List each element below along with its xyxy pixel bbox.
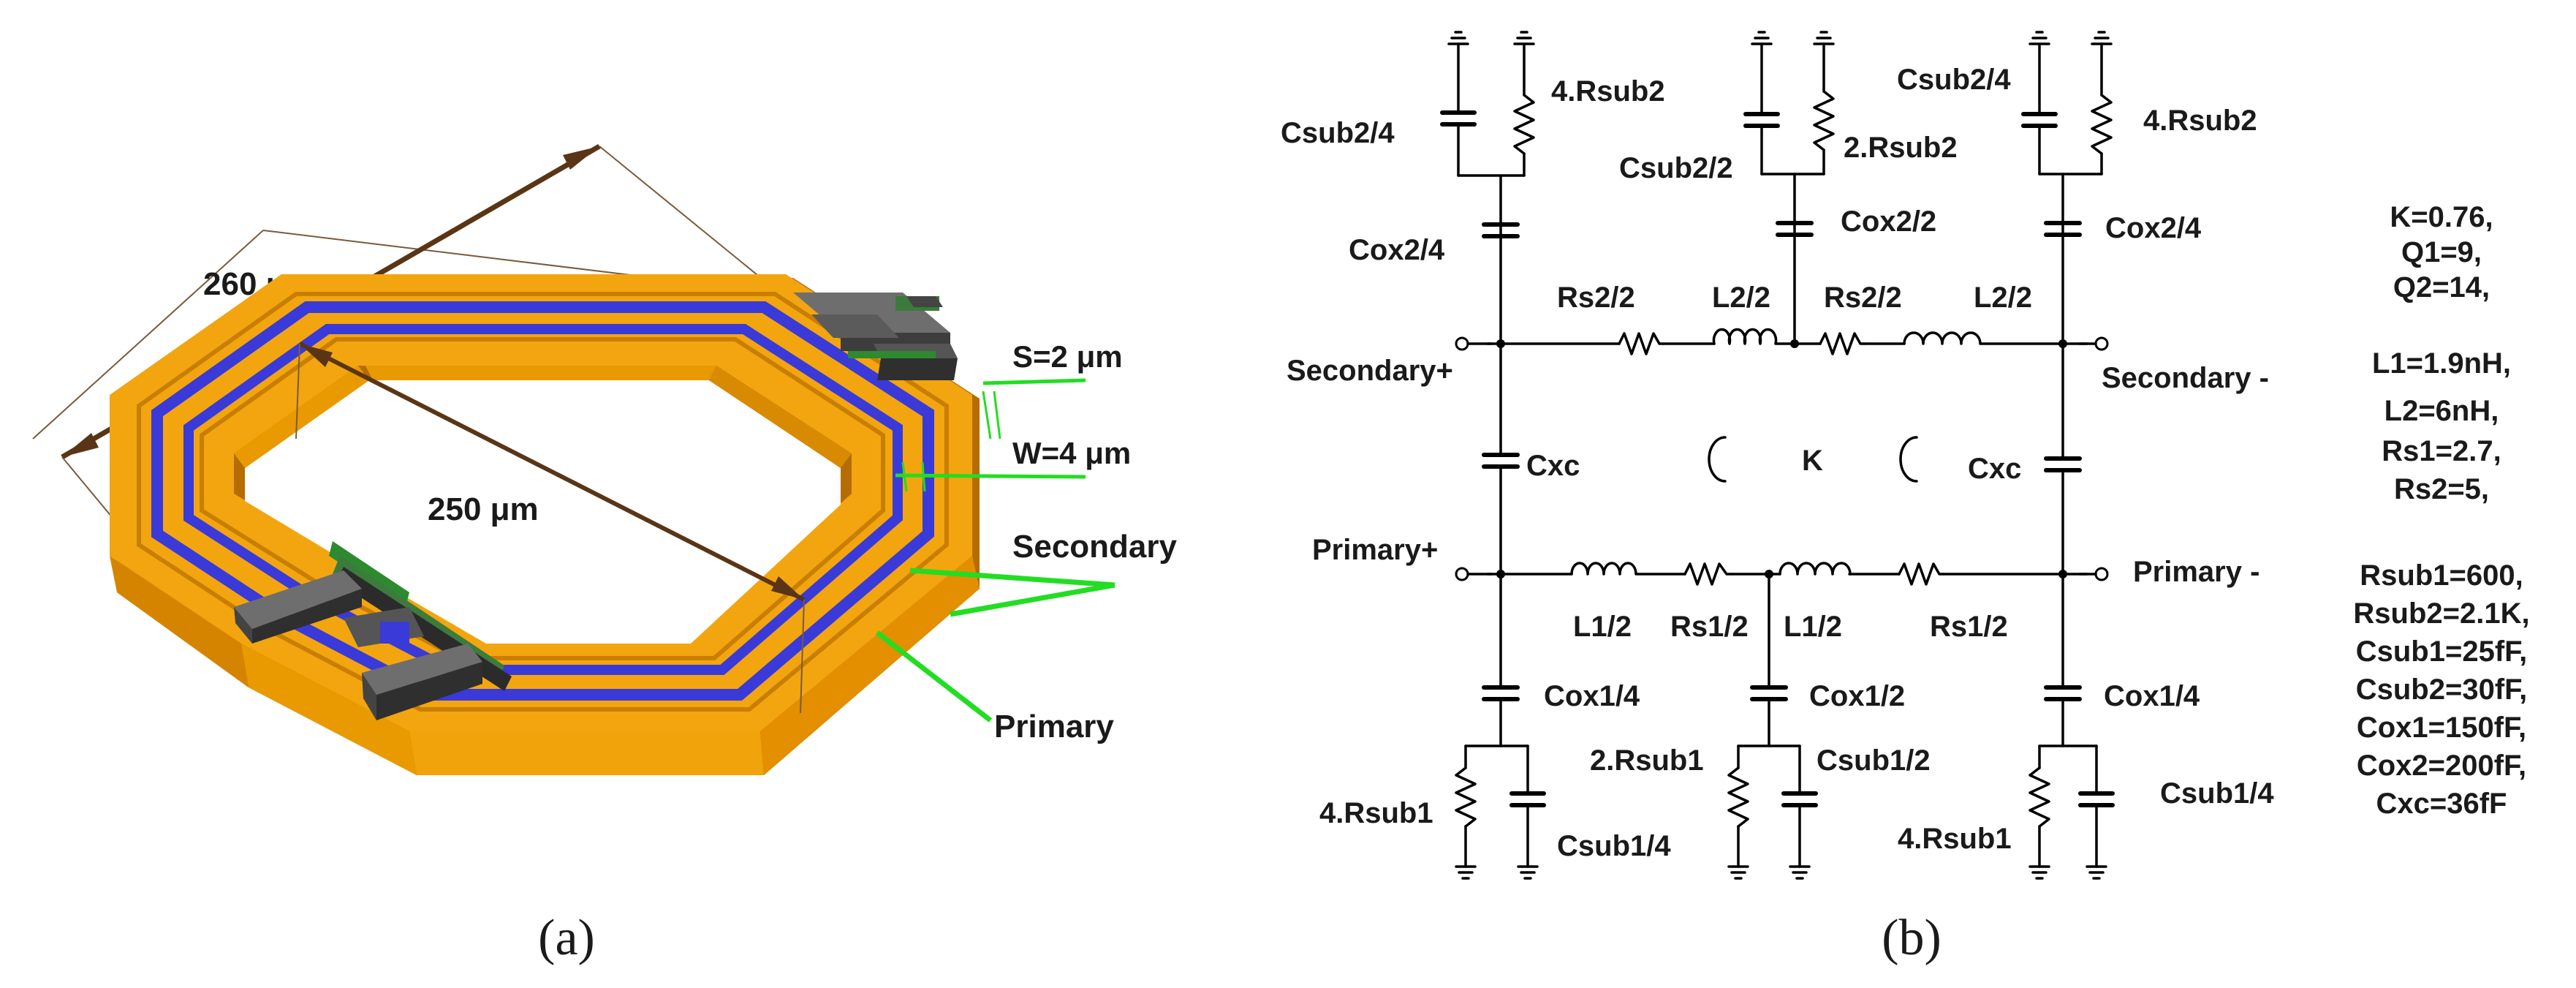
label-l2-a: L2/2 bbox=[1712, 282, 1770, 314]
bottom-branch-right bbox=[2028, 573, 2115, 880]
label-bot-mid-csub: Csub1/2 bbox=[1817, 744, 1931, 777]
width-label: W=4 μm bbox=[1012, 436, 1131, 470]
label-bot-right-csub: Csub1/4 bbox=[2160, 777, 2274, 810]
inductor-l1-a bbox=[1570, 562, 1637, 576]
param-line: Rs1=2.7, bbox=[2382, 435, 2501, 467]
dimension-label-250: 250 μm bbox=[428, 491, 539, 527]
label-bot-left-csub: Csub1/4 bbox=[1557, 830, 1671, 862]
param-line: Rsub1=600, bbox=[2360, 559, 2523, 592]
label-top-right-rsub: 4.Rsub2 bbox=[2143, 105, 2257, 137]
port-secondary-plus bbox=[1455, 336, 1469, 351]
label-cxc-right: Cxc bbox=[1968, 453, 2021, 485]
label-bot-left-cox: Cox1/4 bbox=[1544, 680, 1640, 712]
inner-dimension-arrow bbox=[295, 342, 806, 714]
bottom-branch-left bbox=[1455, 573, 1546, 880]
resistor-rs2-a bbox=[1618, 332, 1664, 355]
param-line: Cxc=36fF bbox=[2376, 788, 2507, 820]
param-line: Csub2=30fF, bbox=[2356, 674, 2528, 706]
label-bot-mid-cox: Cox1/2 bbox=[1809, 680, 1905, 712]
inductor-l1-b bbox=[1778, 562, 1852, 576]
inductor-l2-a bbox=[1712, 328, 1778, 345]
port-label-pri-minus: Primary - bbox=[2133, 556, 2259, 588]
param-line: Cox1=150fF, bbox=[2357, 712, 2526, 744]
label-rs2-a: Rs2/2 bbox=[1557, 282, 1635, 314]
port-label-sec-minus: Secondary - bbox=[2102, 362, 2269, 394]
label-l1-a: L1/2 bbox=[1573, 611, 1632, 643]
label-bot-left-rsub: 4.Rsub1 bbox=[1319, 797, 1433, 829]
label-rs1-a: Rs1/2 bbox=[1670, 611, 1749, 643]
caption-a: (a) bbox=[538, 910, 595, 966]
secondary-label: Secondary bbox=[1012, 529, 1178, 565]
resistor-rs1-b bbox=[1898, 562, 1944, 586]
spacing-width-markers bbox=[895, 378, 1086, 492]
top-branch-left bbox=[1440, 31, 1535, 345]
top-branch-middle bbox=[1743, 31, 1835, 345]
label-cxc-left: Cxc bbox=[1526, 450, 1580, 482]
label-top-left-rsub: 4.Rsub2 bbox=[1551, 75, 1665, 108]
label-bot-right-rsub: 4.Rsub1 bbox=[1898, 823, 2012, 855]
label-rs1-b: Rs1/2 bbox=[1930, 611, 2008, 643]
param-line: Rs2=5, bbox=[2394, 473, 2489, 505]
label-top-right-cox: Cox2/4 bbox=[2105, 212, 2202, 244]
secondary-port-crossover bbox=[793, 293, 958, 380]
label-bot-mid-rsub: 2.Rsub1 bbox=[1590, 744, 1704, 777]
label-top-left-cox: Cox2/4 bbox=[1349, 234, 1445, 266]
label-top-mid-cox: Cox2/2 bbox=[1841, 205, 1936, 238]
port-secondary-minus bbox=[2094, 336, 2109, 351]
bottom-branch-middle bbox=[1727, 573, 1818, 880]
label-bot-right-cox: Cox1/4 bbox=[2104, 680, 2200, 712]
label-rs2-b: Rs2/2 bbox=[1824, 282, 1902, 314]
param-line: Q2=14, bbox=[2393, 271, 2490, 303]
spacing-label: S=2 μm bbox=[1012, 339, 1123, 374]
port-primary-minus bbox=[2094, 567, 2109, 581]
label-l2-b: L2/2 bbox=[1974, 282, 2032, 314]
port-label-sec-plus: Secondary+ bbox=[1287, 355, 1453, 387]
inductor-l2-b bbox=[1903, 331, 1982, 345]
coupling-arc-right bbox=[1899, 436, 1918, 483]
param-line: Cox2=200fF, bbox=[2357, 750, 2526, 782]
label-coupling-k: K bbox=[1802, 445, 1823, 477]
resistor-rs1-a bbox=[1683, 562, 1734, 586]
label-top-right-csub: Csub2/4 bbox=[1897, 64, 2011, 96]
top-branch-right bbox=[2021, 31, 2113, 345]
coupling-arc-left bbox=[1708, 436, 1727, 483]
param-line: Q1=9, bbox=[2401, 236, 2482, 268]
label-top-mid-rsub: 2.Rsub2 bbox=[1844, 132, 1958, 164]
resistor-rs2-b bbox=[1819, 332, 1865, 355]
panel-a-layout: 260 μm bbox=[32, 143, 1178, 966]
panel-b-circuit: Secondary+ Secondary - Primary+ Primary … bbox=[1281, 31, 2530, 966]
param-line: K=0.76, bbox=[2390, 201, 2493, 233]
param-line: L2=6nH, bbox=[2384, 395, 2499, 427]
param-line: Csub1=25fF, bbox=[2356, 636, 2528, 668]
primary-label: Primary bbox=[994, 709, 1114, 744]
parameter-list: K=0.76, Q1=9, Q2=14, L1=1.9nH, L2=6nH, R… bbox=[2353, 201, 2529, 820]
label-top-left-csub: Csub2/4 bbox=[1281, 117, 1395, 149]
winding-leaders bbox=[875, 567, 1115, 723]
label-l1-b: L1/2 bbox=[1784, 611, 1842, 643]
param-line: L1=1.9nH, bbox=[2372, 347, 2511, 380]
port-label-pri-plus: Primary+ bbox=[1312, 534, 1438, 566]
port-primary-plus bbox=[1455, 567, 1469, 581]
param-line: Rsub2=2.1K, bbox=[2353, 597, 2529, 630]
primary-port-crossover bbox=[234, 541, 512, 720]
label-top-mid-csub: Csub2/2 bbox=[1619, 152, 1733, 184]
caption-b: (b) bbox=[1882, 910, 1942, 966]
